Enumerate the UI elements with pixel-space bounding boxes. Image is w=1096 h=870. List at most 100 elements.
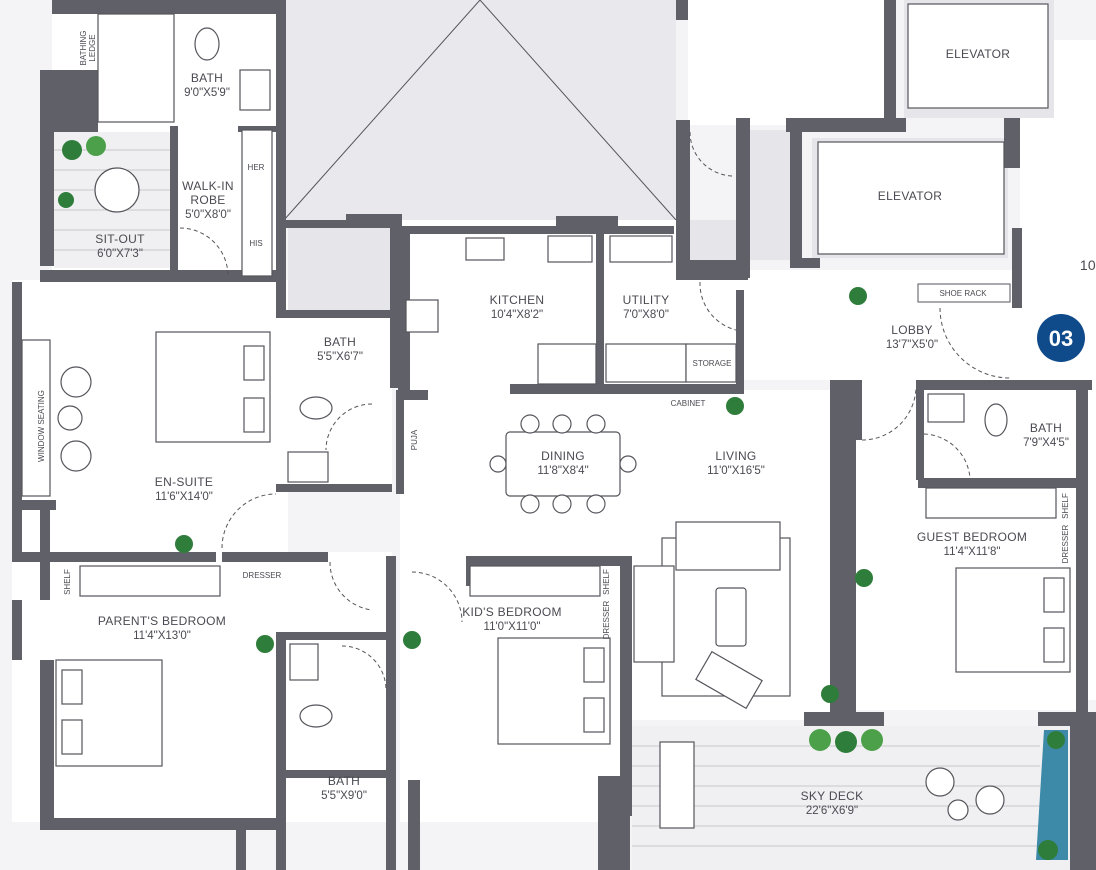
- dining-chair: [552, 494, 572, 514]
- toilet: [299, 704, 333, 728]
- deck-chair: [975, 785, 1005, 815]
- fixture-labels: ELEVATOR ELEVATOR SHOE RACK STORAGE CABI…: [37, 31, 1070, 640]
- wash-basin: [289, 643, 319, 681]
- sofa: [675, 521, 781, 571]
- room-name: KID'S BEDROOM: [462, 605, 562, 619]
- bathing-ledge-label: LEDGE: [88, 34, 97, 61]
- sofa-side: [633, 565, 675, 663]
- plant-icon: [58, 192, 74, 208]
- room-name: DINING: [541, 449, 585, 463]
- plant-icon: [821, 685, 839, 703]
- toilet: [299, 396, 333, 420]
- her-label: HER: [248, 163, 265, 172]
- wardrobe-kids: [469, 565, 601, 597]
- dresser-label: DRESSER: [602, 600, 611, 639]
- plant-icon: [86, 136, 106, 156]
- room-name: LIVING: [715, 449, 756, 463]
- room-size: 7'9"X4'5": [1023, 437, 1069, 449]
- kitchen-fixtures: [405, 235, 737, 385]
- toilet: [984, 403, 1008, 437]
- room-name: UTILITY: [623, 293, 670, 307]
- room-size: 5'5"X9'0": [321, 790, 367, 802]
- wardrobe-robe: [241, 129, 273, 277]
- washer-unit: [605, 343, 687, 383]
- elevator-car: [907, 3, 1049, 109]
- pillow: [1043, 577, 1065, 613]
- plant-icon: [175, 535, 193, 553]
- room-name: BATH: [324, 335, 356, 349]
- puja-label: PUJA: [410, 429, 419, 450]
- pillow: [243, 345, 265, 381]
- pillow: [1043, 627, 1065, 663]
- room-size: 5'5"X6'7": [317, 351, 363, 363]
- plants: [58, 136, 1065, 860]
- elevator-label: ELEVATOR: [946, 47, 1010, 61]
- wash-basin: [239, 69, 271, 111]
- wardrobe-parents: [79, 565, 221, 597]
- room-size: 6'0"X7'3": [97, 248, 143, 260]
- dining-chair: [520, 494, 540, 514]
- adjacent-unit-label: 10: [1080, 257, 1096, 273]
- open-shaft: [283, 0, 677, 221]
- pillow: [583, 697, 605, 733]
- room-name: SKY DECK: [801, 789, 864, 803]
- room-name: BATH: [328, 774, 360, 788]
- deck-table: [947, 799, 969, 821]
- sit-out-table: [94, 167, 140, 213]
- room-name: GUEST BEDROOM: [917, 530, 1027, 544]
- deck-bench: [659, 741, 695, 829]
- deck-chair: [925, 767, 955, 797]
- plant-icon: [403, 631, 421, 649]
- living-set: [633, 521, 791, 710]
- elevator-car: [817, 141, 1005, 255]
- beds: [55, 331, 1071, 767]
- kitchen-sink: [547, 235, 593, 263]
- room-name: PARENT'S BEDROOM: [98, 614, 226, 628]
- pillow: [243, 397, 265, 433]
- dresser-label: DRESSER: [243, 571, 282, 580]
- dining-chair: [586, 494, 606, 514]
- plant-icon: [726, 397, 744, 415]
- room-name: LOBBY: [891, 323, 933, 337]
- elevators: [817, 3, 1049, 255]
- room-name: EN-SUITE: [155, 475, 213, 489]
- plant-icon: [256, 635, 274, 653]
- dresser-label: DRESSER: [1061, 524, 1070, 563]
- shoe-rack-label: SHOE RACK: [939, 289, 987, 298]
- room-name: SIT-OUT: [95, 232, 145, 246]
- window-seat-bench: [21, 339, 51, 497]
- room-name: ROBE: [190, 193, 225, 207]
- wash-basin: [927, 393, 965, 423]
- plant-icon: [809, 729, 831, 751]
- dining-chair: [586, 414, 606, 434]
- room-name: BATH: [1030, 421, 1062, 435]
- plant-icon: [1038, 840, 1058, 860]
- room-size: 7'0"X8'0": [623, 309, 669, 321]
- storage-label: STORAGE: [693, 359, 732, 368]
- plant-icon: [1047, 731, 1065, 749]
- dining-set: [489, 414, 637, 514]
- lounge-chair: [60, 366, 92, 398]
- plant-icon: [855, 569, 873, 587]
- side-table: [57, 405, 83, 431]
- his-label: HIS: [249, 239, 262, 248]
- room-name: WALK-IN: [182, 179, 234, 193]
- room-size: 10'4"X8'2": [491, 309, 543, 321]
- wardrobe-guest: [925, 487, 1057, 519]
- kitchen-island: [537, 343, 597, 385]
- plant-icon: [835, 731, 857, 753]
- room-size: 9'0"X5'9": [184, 87, 230, 99]
- toilet: [194, 27, 220, 61]
- cabinet-label: CABINET: [671, 399, 706, 408]
- water-feature: [1036, 730, 1068, 860]
- room-name: BATH: [191, 71, 223, 85]
- dining-chair: [489, 455, 507, 473]
- room-size: 22'6"X6'9": [806, 805, 858, 817]
- shelf-label: SHELF: [1061, 493, 1070, 519]
- shelf-label: SHELF: [63, 569, 72, 595]
- plant-icon: [861, 729, 883, 751]
- wash-basin: [287, 451, 329, 483]
- room-size: 11'0"X16'5": [707, 465, 765, 477]
- ottoman: [695, 650, 763, 710]
